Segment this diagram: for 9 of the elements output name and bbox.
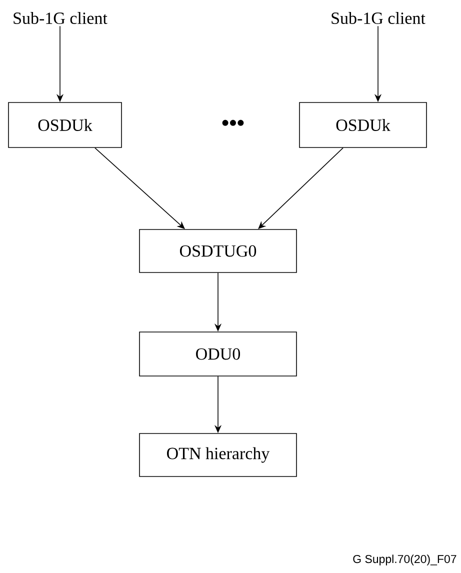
ellipsis: ••• <box>222 120 244 126</box>
figure-id: G Suppl.70(20)_F07 <box>353 554 456 566</box>
process-box: ODU0 <box>139 332 297 376</box>
client-label: Sub-1G client <box>14 12 108 24</box>
process-box: OSDUk <box>8 102 122 148</box>
process-box: OSDTUG0 <box>139 229 297 273</box>
process-box: OTN hierarchy <box>139 433 297 477</box>
client-label: Sub-1G client <box>332 12 426 24</box>
process-box: OSDUk <box>299 102 427 148</box>
